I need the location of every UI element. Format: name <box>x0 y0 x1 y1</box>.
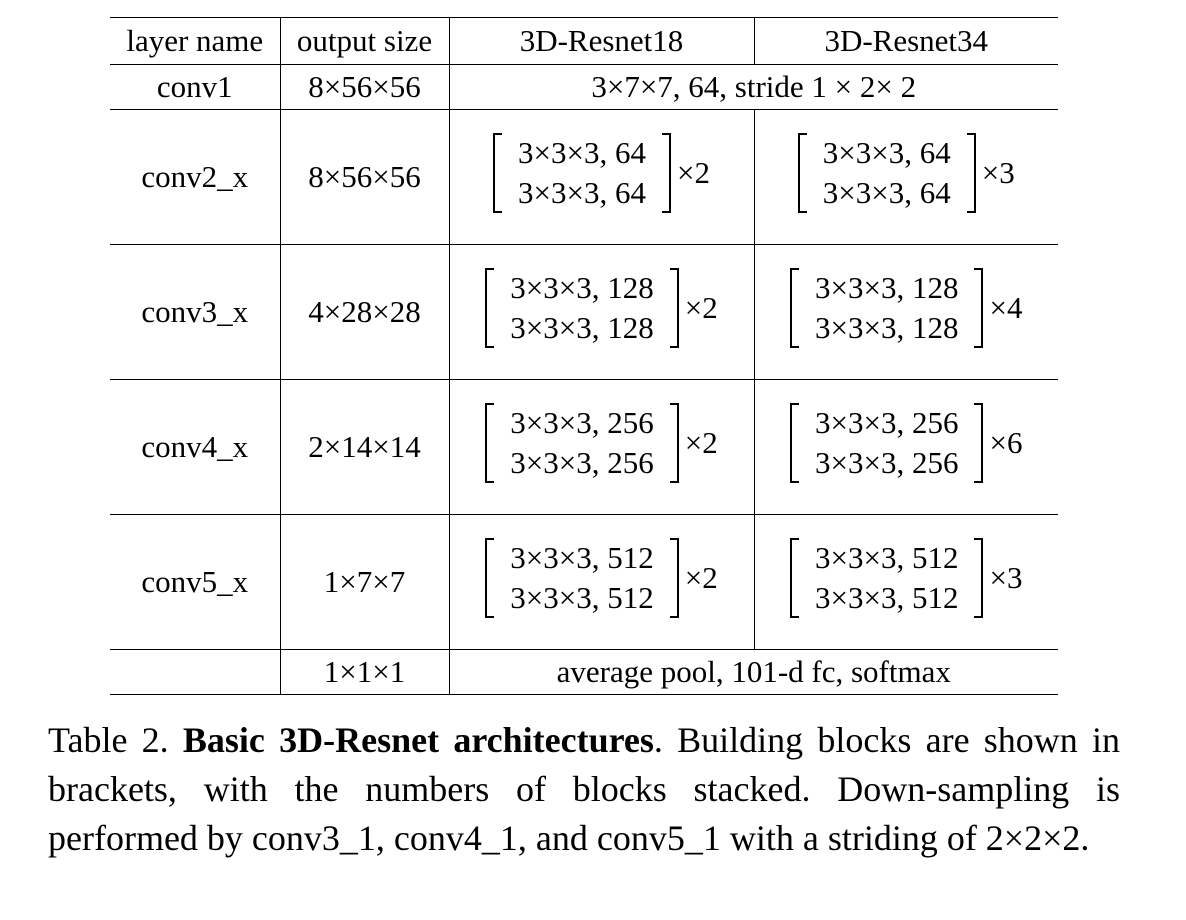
conv1-spec-cell: 3×7×7, 64, stride 1 × 2× 2 <box>448 64 1058 110</box>
header-row: layer name output size 3D-Resnet18 3D-Re… <box>110 17 1058 65</box>
table-caption: Table 2. Basic 3D-Resnet architectures. … <box>48 716 1120 863</box>
caption-label: Table 2. <box>48 720 169 760</box>
block-line-1: 3×3×3, 64 <box>518 135 646 171</box>
right-bracket <box>661 133 671 214</box>
block-line-1: 3×3×3, 512 <box>815 540 959 576</box>
block-line-2: 3×3×3, 128 <box>510 310 654 346</box>
layer-name-cell: conv4_x <box>110 379 280 515</box>
table-row-conv5: conv5_x 1×7×7 3×3×3, 512 3×3×3, 512 ×2 3×3… <box>110 514 1058 650</box>
left-bracket <box>790 403 800 484</box>
header-layer-name: layer name <box>110 17 280 65</box>
block-line-2: 3×3×3, 64 <box>822 175 951 211</box>
table-row-conv3: conv3_x 4×28×28 3×3×3, 128 3×3×3, 128 ×2 3… <box>110 244 1058 380</box>
output-size-cell: 8×56×56 <box>279 109 449 245</box>
block-line-1: 3×3×3, 128 <box>815 270 959 306</box>
right-bracket <box>974 403 984 484</box>
left-bracket <box>485 403 495 484</box>
layer-name-cell <box>110 649 280 695</box>
table-row-conv1: conv1 8×56×56 3×7×7, 64, stride 1 × 2× 2 <box>110 64 1058 110</box>
block-line-1: 3×3×3, 256 <box>510 405 654 441</box>
block-line-1: 3×3×3, 64 <box>822 135 951 171</box>
right-bracket <box>669 403 679 484</box>
block-repeat-count: ×2 <box>684 425 718 461</box>
block-repeat-count: ×4 <box>989 290 1023 326</box>
table-row-conv2: conv2_x 8×56×56 3×3×3, 64 3×3×3, 64 ×2 3×3… <box>110 109 1058 245</box>
block-line-1: 3×3×3, 128 <box>510 270 654 306</box>
caption-title: Basic 3D-Resnet architectures <box>182 720 654 760</box>
right-bracket <box>974 538 984 619</box>
block-line-1: 3×3×3, 256 <box>815 405 959 441</box>
output-size-cell: 2×14×14 <box>279 379 449 515</box>
resnet34-block-cell: 3×3×3, 512 3×3×3, 512 ×3 <box>753 514 1058 650</box>
resnet18-block-cell: 3×3×3, 128 3×3×3, 128 ×2 <box>448 244 754 380</box>
block-repeat-count: ×2 <box>684 560 718 596</box>
architecture-table: layer name output size 3D-Resnet18 3D-Re… <box>110 17 1058 695</box>
layer-name-cell: conv5_x <box>110 514 280 650</box>
left-bracket <box>797 133 807 214</box>
block-line-1: 3×3×3, 512 <box>510 540 654 576</box>
layer-name-cell: conv1 <box>110 64 280 110</box>
output-size-cell: 4×28×28 <box>279 244 449 380</box>
block-repeat-count: ×3 <box>981 155 1015 191</box>
header-output-size: output size <box>279 17 449 65</box>
pool-spec-cell: average pool, 101-d fc, softmax <box>448 649 1058 695</box>
block-line-2: 3×3×3, 512 <box>815 580 959 616</box>
resnet18-block-cell: 3×3×3, 256 3×3×3, 256 ×2 <box>448 379 754 515</box>
block-line-2: 3×3×3, 256 <box>815 445 959 481</box>
left-bracket <box>485 538 495 619</box>
left-bracket <box>493 133 503 214</box>
resnet18-block-cell: 3×3×3, 64 3×3×3, 64 ×2 <box>448 109 754 245</box>
resnet18-block-cell: 3×3×3, 512 3×3×3, 512 ×2 <box>448 514 754 650</box>
left-bracket <box>485 268 495 349</box>
block-line-2: 3×3×3, 512 <box>510 580 654 616</box>
left-bracket <box>790 538 800 619</box>
output-size-cell: 1×1×1 <box>279 649 449 695</box>
left-bracket <box>790 268 800 349</box>
table-row-conv4: conv4_x 2×14×14 3×3×3, 256 3×3×3, 256 ×2 3… <box>110 379 1058 515</box>
right-bracket <box>669 268 679 349</box>
output-size-cell: 8×56×56 <box>279 64 449 110</box>
block-repeat-count: ×3 <box>989 560 1023 596</box>
header-resnet34: 3D-Resnet34 <box>753 17 1058 65</box>
right-bracket <box>974 268 984 349</box>
resnet34-block-cell: 3×3×3, 128 3×3×3, 128 ×4 <box>753 244 1058 380</box>
block-repeat-count: ×2 <box>684 290 718 326</box>
layer-name-cell: conv2_x <box>110 109 280 245</box>
layer-name-cell: conv3_x <box>110 244 280 380</box>
caption-body: . Building blocks are shown in brackets,… <box>48 720 1121 858</box>
resnet34-block-cell: 3×3×3, 256 3×3×3, 256 ×6 <box>753 379 1058 515</box>
block-line-2: 3×3×3, 128 <box>815 310 959 346</box>
block-repeat-count: ×6 <box>989 425 1023 461</box>
resnet34-block-cell: 3×3×3, 64 3×3×3, 64 ×3 <box>753 109 1058 245</box>
right-bracket <box>966 133 976 214</box>
header-resnet18: 3D-Resnet18 <box>448 17 754 65</box>
block-line-2: 3×3×3, 64 <box>518 175 646 211</box>
right-bracket <box>669 538 679 619</box>
block-line-2: 3×3×3, 256 <box>510 445 654 481</box>
block-repeat-count: ×2 <box>676 155 710 191</box>
output-size-cell: 1×7×7 <box>279 514 449 650</box>
table-row-pool: 1×1×1 average pool, 101-d fc, softmax <box>110 649 1058 695</box>
